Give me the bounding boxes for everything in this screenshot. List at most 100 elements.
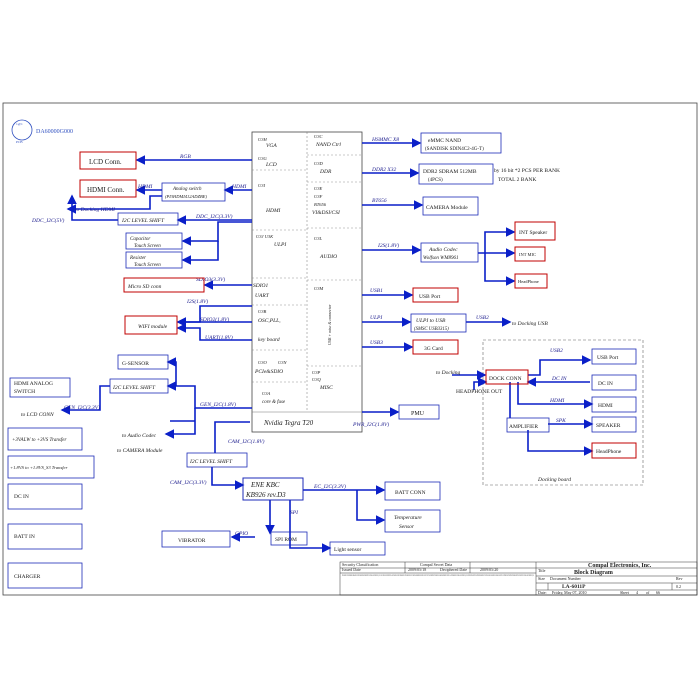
svg-text:U3A: U3A (262, 391, 270, 396)
svg-text:Date:: Date: (538, 590, 547, 595)
svg-text:THIS SHEET OF ENGINEERING DRAW: THIS SHEET OF ENGINEERING DRAWING IS THE… (342, 574, 534, 577)
svg-text:PMU: PMU (411, 411, 425, 417)
svg-text:U3P: U3P (312, 370, 320, 375)
svg-text:HeadPhone: HeadPhone (518, 279, 539, 284)
svg-text:AMPLIFIER: AMPLIFIER (509, 424, 538, 430)
svg-text:BT656: BT656 (372, 198, 387, 204)
svg-text:I2C LEVEL SHIFT: I2C LEVEL SHIFT (189, 459, 233, 465)
svg-text:WIFI module: WIFI module (138, 324, 168, 330)
svg-text:HSMMC X8: HSMMC X8 (371, 137, 399, 143)
amplifier: AMPLIFIER (506, 417, 550, 433)
batt-conn: BATT CONN (384, 481, 441, 501)
svg-text:ENE KBC: ENE KBC (250, 481, 280, 489)
svg-text:SPI ROM: SPI ROM (275, 537, 297, 543)
wifi-module: WIFI module (124, 315, 178, 335)
lcd-conn: LCD Conn. (79, 151, 137, 170)
g-sensor: G-SENSOR (117, 354, 169, 370)
dock-hdmi: HDMI (591, 396, 637, 413)
svg-text:Friday, May 07, 2010: Friday, May 07, 2010 (552, 590, 587, 596)
speaker: SPEAKER (591, 416, 637, 433)
svg-text:(4PCS): (4PCS) (428, 178, 443, 183)
svg-text:LA-6011P: LA-6011P (562, 584, 586, 590)
svg-text:SPEAKER: SPEAKER (596, 423, 621, 429)
svg-text:to CAMERA Module: to CAMERA Module (117, 448, 163, 454)
svg-text:Touch Screen: Touch Screen (134, 263, 161, 268)
svg-text:Touch Screen: Touch Screen (134, 244, 161, 249)
svg-text:Compal Secret Data: Compal Secret Data (420, 562, 452, 567)
svg-text:HeadPhone: HeadPhone (596, 449, 622, 455)
svg-text:U3E: U3E (314, 186, 322, 191)
svg-text:AUDIO: AUDIO (319, 254, 337, 260)
svg-text:U3Q: U3Q (312, 377, 321, 382)
logo: DA60000G000 1@1 PCB (11, 119, 73, 144)
title-block (339, 561, 698, 596)
ddr2-sdram: DDR2 SDRAM 512MB (4PCS) by 16 bit *2 PCS… (418, 163, 560, 185)
svg-text:Issued Date: Issued Date (342, 567, 361, 572)
svg-text:Sensor: Sensor (399, 524, 415, 530)
svg-text:HDMI ANALOG: HDMI ANALOG (14, 381, 53, 387)
svg-text:Compal Electronics, Inc.: Compal Electronics, Inc. (588, 563, 652, 569)
i2c-level-shift-bottom: I2C LEVEL SHIFT (186, 452, 248, 468)
3g-card: 3G Card (412, 339, 459, 355)
svg-text:UART: UART (255, 293, 270, 299)
svg-text:USB Port: USB Port (419, 294, 441, 300)
svg-text:(SANDISK SDIN4C2-4G-T): (SANDISK SDIN4C2-4G-T) (425, 147, 484, 152)
hdmi-conn: HDMI Conn. (79, 179, 137, 198)
svg-text:VGA: VGA (266, 143, 277, 149)
svg-text:DC IN: DC IN (598, 381, 613, 387)
svg-text:Security Classification: Security Classification (342, 562, 378, 567)
svg-text:LCD Conn.: LCD Conn. (89, 158, 122, 166)
svg-text:ULPI: ULPI (274, 242, 287, 248)
svg-text:Document Number: Document Number (550, 576, 581, 581)
svg-text:Docking board: Docking board (537, 477, 571, 483)
svg-text:U3L: U3L (314, 236, 322, 241)
svg-text:BATT CONN: BATT CONN (395, 490, 426, 496)
svg-text:Title: Title (538, 568, 546, 573)
svg-text:U3B: U3B (258, 309, 266, 314)
usb-port-top: USB Port (412, 287, 459, 303)
svg-text:Size: Size (538, 576, 545, 581)
logo-text: DA60000G000 (36, 129, 73, 135)
svg-text:to Docking USB: to Docking USB (512, 321, 548, 327)
svg-text:CAMERA Module: CAMERA Module (426, 205, 468, 211)
svg-text:SPI: SPI (290, 510, 299, 516)
batt-in: BATT IN (7, 523, 83, 550)
svg-text:BT656: BT656 (314, 202, 327, 207)
svg-text:USB1: USB1 (370, 288, 383, 294)
svg-text:Resister: Resister (129, 256, 146, 261)
svg-text:SWITCH: SWITCH (14, 389, 35, 395)
dock-dc-in: DC IN (591, 374, 637, 391)
svg-text:4: 4 (636, 590, 638, 595)
svg-text:MISC: MISC (319, 385, 333, 391)
svg-text:Analog switch: Analog switch (172, 187, 202, 192)
svg-text:3G Card: 3G Card (424, 346, 443, 352)
headphone-top: HeadPhone (514, 273, 548, 289)
svg-text:HDMI: HDMI (137, 184, 154, 190)
soc-tegra-t20: Nvidia Tegra T20 U3H VGA U3G LCD U3I HDM… (251, 131, 363, 433)
svg-text:HDMI: HDMI (231, 184, 248, 190)
svg-text:Block Diagram: Block Diagram (574, 570, 613, 576)
i2c-level-shift-mid: I2C LEVEL SHIFT (109, 378, 169, 394)
svg-text:U3H: U3H (258, 137, 267, 142)
svg-text:SDIO2(1.8V): SDIO2(1.8V) (200, 316, 229, 323)
svg-text:KB926 rev.D3: KB926 rev.D3 (245, 491, 286, 499)
svg-text:DC IN: DC IN (14, 494, 29, 500)
camera-module: CAMERA Module (422, 196, 479, 216)
svg-text:DDC_I2C(3.3V): DDC_I2C(3.3V) (195, 213, 233, 220)
svg-text:GEN_I2C(3.3V): GEN_I2C(3.3V) (64, 404, 100, 411)
micro-sd-conn: Micro SD conn (123, 277, 205, 293)
resister-touch-screen: Resister Touch Screen (125, 251, 183, 269)
svg-text:I2S(1.8V): I2S(1.8V) (377, 242, 399, 249)
svg-text:U3C: U3C (314, 134, 323, 139)
analog-switch: Analog switch (PI3HDMI412ADZBE) (161, 182, 226, 202)
soc-title: Nvidia Tegra T20 (263, 419, 314, 427)
svg-text:SPK: SPK (556, 418, 566, 424)
light-sensor: Light sensor (329, 541, 386, 556)
svg-text:TOTAL 2 BANK: TOTAL 2 BANK (498, 177, 536, 183)
svg-text:I2C LEVEL SHIFT: I2C LEVEL SHIFT (112, 385, 156, 391)
svg-text:CAM_I2C(1.8V): CAM_I2C(1.8V) (228, 438, 265, 445)
svg-text:DDR2 X32: DDR2 X32 (371, 167, 397, 173)
int-speaker: INT Speaker (514, 221, 556, 241)
svg-text:DDR2 SDRAM 512MB: DDR2 SDRAM 512MB (423, 169, 477, 175)
ulpi-to-usb: ULPI to USB (SMSC USB3315) (410, 313, 467, 333)
